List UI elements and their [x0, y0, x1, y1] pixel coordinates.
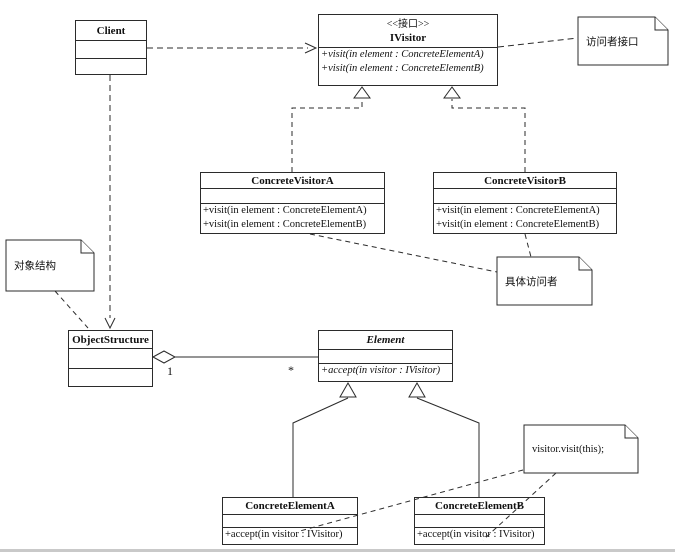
method: +visit(in element : ConcreteElementA) — [203, 205, 367, 216]
anchor-concretevisitorb-to-note — [524, 233, 532, 258]
method: +visit(in element : ConcreteElementB) — [203, 219, 367, 230]
method: +accept(in visitor : IVisitor) — [321, 365, 441, 376]
class-ivisitor-methods: +visit(in element : ConcreteElementA) +v… — [319, 48, 497, 85]
class-element-name: Element — [319, 331, 452, 350]
class-element-attributes — [319, 350, 452, 364]
class-concrete-visitor-b: ConcreteVisitorB +visit(in element : Con… — [433, 172, 617, 234]
method: +visit(in element : ConcreteElementB) — [436, 219, 600, 230]
class-concrete-visitor-b-methods: +visit(in element : ConcreteElementA) +v… — [434, 204, 616, 233]
class-object-structure: ObjectStructure — [68, 330, 153, 387]
class-object-structure-methods — [69, 369, 152, 386]
class-concrete-visitor-a-attributes — [201, 189, 384, 204]
class-concrete-visitor-a-methods: +visit(in element : ConcreteElementA) +v… — [201, 204, 384, 233]
class-ivisitor-name: IVisitor — [389, 31, 427, 44]
class-ivisitor: <<接口>> IVisitor +visit(in element : Conc… — [318, 14, 498, 86]
note-visitor-interface-text: 访问者接口 — [586, 36, 639, 48]
anchor-concretevisitora-to-note — [309, 233, 498, 273]
realization-concretevisitora-line — [291, 99, 363, 172]
class-object-structure-name: ObjectStructure — [69, 331, 152, 349]
class-object-structure-attributes — [69, 349, 152, 369]
class-client-name: Client — [76, 21, 146, 41]
generalization-concreteelementb-line — [416, 397, 480, 497]
class-concrete-element-b-attributes — [415, 515, 544, 528]
class-concrete-visitor-a-name: ConcreteVisitorA — [201, 173, 384, 189]
class-concrete-element-b-name: ConcreteElementB — [415, 498, 544, 515]
anchor-objectstructure-note — [54, 290, 89, 329]
class-concrete-element-a-name: ConcreteElementA — [223, 498, 357, 515]
class-concrete-element-a: ConcreteElementA +accept(in visitor : IV… — [222, 497, 358, 545]
class-client-attributes — [76, 41, 146, 59]
note-concrete-visitor-text: 具体访问者 — [505, 276, 558, 288]
generalization-concreteelementb-triangle — [408, 381, 426, 398]
generalization-concreteelementa-triangle — [339, 381, 357, 398]
class-ivisitor-stereotype: <<接口>> — [386, 18, 430, 30]
method: +visit(in element : ConcreteElementA) — [436, 205, 600, 216]
aggregation-diamond — [151, 350, 177, 364]
class-concrete-visitor-b-name: ConcreteVisitorB — [434, 173, 616, 189]
class-client-methods — [76, 59, 146, 74]
method: +visit(in element : ConcreteElementB) — [321, 63, 484, 74]
realization-concretevisitora-triangle — [353, 86, 371, 99]
class-client: Client — [75, 20, 147, 75]
class-concrete-visitor-b-attributes — [434, 189, 616, 204]
method: +visit(in element : ConcreteElementA) — [321, 49, 484, 60]
dependency-client-ivisitor-arrowhead — [304, 42, 318, 54]
realization-concretevisitorb-triangle — [443, 86, 461, 99]
class-element: Element +accept(in visitor : IVisitor) — [318, 330, 453, 382]
multiplicity-many-label: * — [288, 363, 294, 377]
note-visit-call-text: visitor.visit(this); — [532, 443, 605, 455]
generalization-concreteelementa-line — [292, 397, 349, 497]
class-concrete-element-a-attributes — [223, 515, 357, 528]
multiplicity-one-label: 1 — [167, 364, 173, 378]
note-object-structure-text: 对象结构 — [14, 261, 56, 272]
class-concrete-element-a-methods: +accept(in visitor : IVisitor) — [223, 528, 357, 544]
anchor-ivisitor-to-note — [497, 37, 579, 48]
method: +accept(in visitor : IVisitor) — [225, 529, 343, 540]
dependency-client-objectstructure-arrowhead — [104, 317, 116, 330]
class-element-methods: +accept(in visitor : IVisitor) — [319, 364, 452, 381]
canvas-bottom-edge — [0, 549, 675, 552]
class-concrete-visitor-a: ConcreteVisitorA +visit(in element : Con… — [200, 172, 385, 234]
realization-concretevisitorb-line — [451, 99, 526, 172]
class-concrete-element-b-methods: +accept(in visitor : IVisitor) — [415, 528, 544, 544]
class-concrete-element-b: ConcreteElementB +accept(in visitor : IV… — [414, 497, 545, 545]
method: +accept(in visitor : IVisitor) — [417, 529, 535, 540]
class-ivisitor-header: <<接口>> IVisitor — [319, 15, 497, 48]
